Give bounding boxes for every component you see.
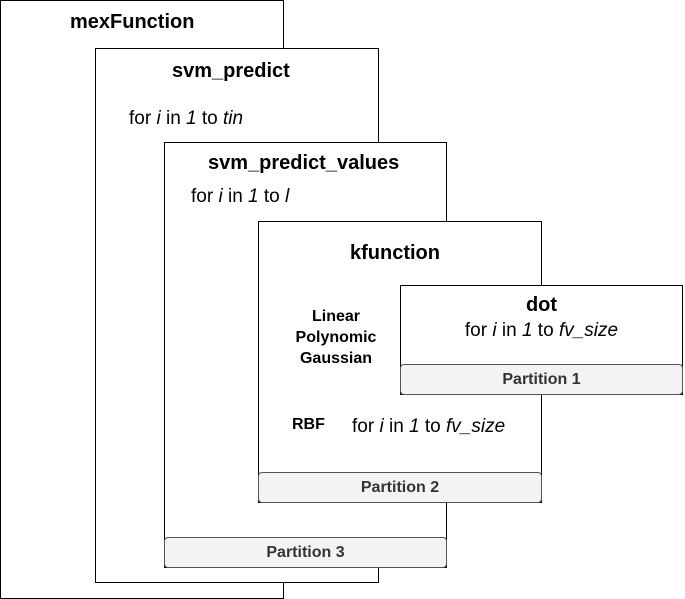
- partition-1: Partition 1: [400, 364, 683, 395]
- loop-to: to: [196, 108, 224, 129]
- loop-prefix: for: [352, 416, 380, 437]
- svm-predict-title: svm_predict: [172, 60, 290, 82]
- loop-to: to: [419, 416, 447, 437]
- kfunction-title: kfunction: [350, 242, 440, 264]
- loop-end: tin: [223, 108, 244, 129]
- loop-end: fv_size: [446, 416, 506, 437]
- svm-predict-values-title: svm_predict_values: [208, 152, 400, 174]
- loop-mid: in: [383, 416, 410, 437]
- dot-title: dot: [525, 294, 558, 316]
- kernel-polynomic: Polynomic: [295, 329, 377, 346]
- mexfunction-title: mexFunction: [70, 11, 195, 33]
- svm-predict-loop: for i in 1 to tin: [129, 108, 243, 130]
- kernel-linear: Linear: [311, 308, 360, 325]
- kernel-rbf-label: RBF: [292, 416, 325, 433]
- loop-end: fv_size: [558, 320, 619, 341]
- loop-start: 1: [521, 320, 533, 341]
- loop-mid: in: [160, 108, 187, 129]
- kernel-gaussian: Gaussian: [299, 350, 373, 367]
- loop-prefix: for: [191, 186, 219, 207]
- loop-end: l: [285, 186, 290, 207]
- loop-to: to: [532, 320, 559, 341]
- loop-prefix: for: [129, 108, 157, 129]
- svm-predict-values-loop: for i in 1 to l: [191, 186, 289, 208]
- kernel-list: Linear Polynomic Gaussian: [270, 306, 402, 369]
- rbf-loop: for i in 1 to fv_size: [352, 416, 505, 438]
- partition-2: Partition 2: [258, 472, 542, 503]
- loop-start: 1: [409, 416, 420, 437]
- loop-prefix: for: [464, 320, 493, 341]
- loop-mid: in: [222, 186, 249, 207]
- dot-loop: for i in 1 to fv_size: [400, 320, 683, 342]
- loop-var: i: [379, 416, 384, 437]
- loop-var: i: [156, 108, 161, 129]
- loop-start: 1: [248, 186, 259, 207]
- loop-mid: in: [496, 320, 522, 341]
- loop-var: i: [218, 186, 223, 207]
- loop-var: i: [492, 320, 497, 341]
- loop-start: 1: [186, 108, 197, 129]
- partition-3: Partition 3: [164, 537, 447, 568]
- loop-to: to: [258, 186, 286, 207]
